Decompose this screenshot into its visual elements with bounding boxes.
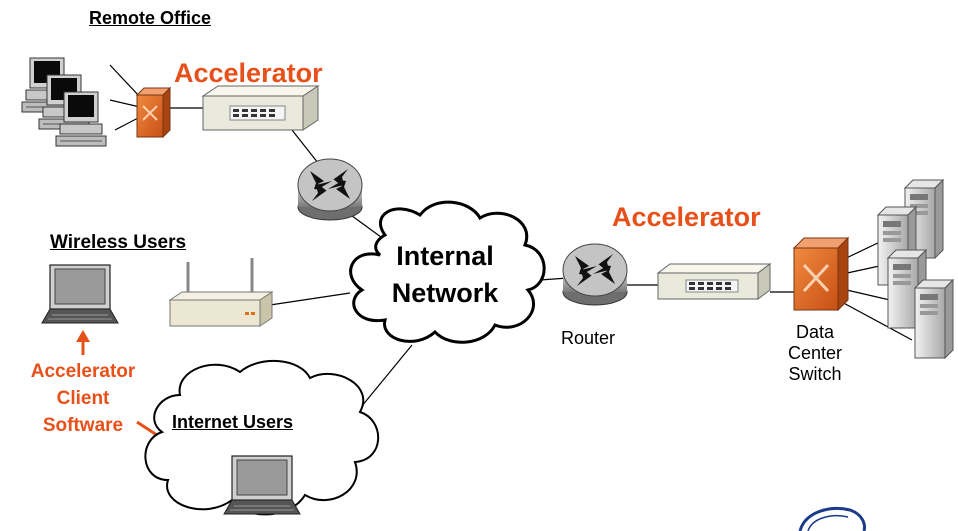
router-label: Router: [561, 328, 616, 348]
desktop-computer-icon: [21, 57, 107, 147]
server-tower-icon: [877, 179, 954, 359]
accelerator-appliance-icon: [201, 85, 320, 131]
accelerator-label-remote: Accelerator: [174, 58, 323, 88]
switch-icon: [135, 86, 172, 139]
cloud-icon: [349, 200, 546, 344]
remote-office-heading: Remote Office: [89, 8, 212, 28]
router-icon: [562, 243, 628, 306]
internet-users-heading: Internet Users: [172, 412, 294, 432]
accelerator-appliance-icon: [656, 263, 772, 300]
logo-icon: [798, 506, 866, 531]
wireless-access-point-icon: [168, 258, 274, 327]
accelerator-label-dc: Accelerator: [612, 202, 761, 232]
laptop-icon: [41, 264, 119, 324]
data-center-switch-label: Data Center Switch: [787, 322, 843, 384]
cloud-icon: [144, 360, 380, 516]
router-icon: [297, 158, 363, 221]
laptop-icon: [223, 455, 301, 515]
internal-network-label: Internal Network: [391, 241, 499, 308]
client-software-label: Accelerator Client Software: [30, 361, 136, 436]
wireless-users-heading: Wireless Users: [50, 232, 187, 253]
switch-icon: [792, 236, 850, 312]
